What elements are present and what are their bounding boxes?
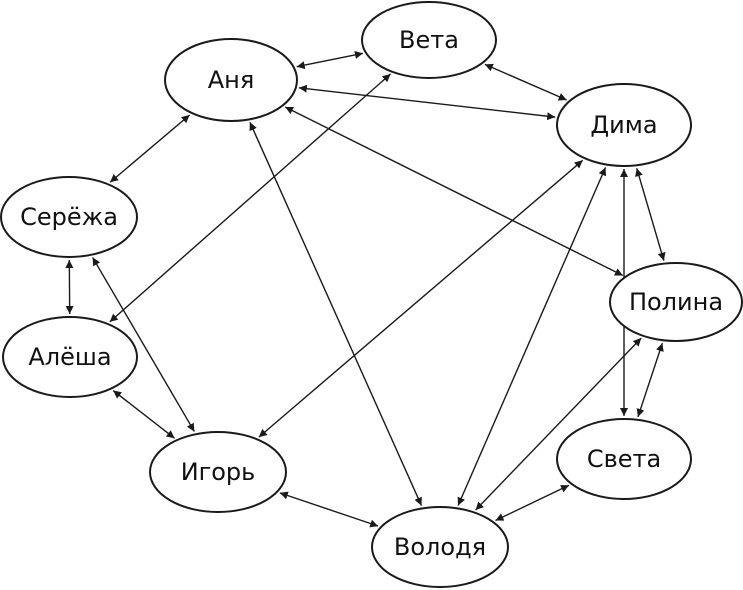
node-anya-label: Аня	[208, 66, 255, 94]
edge-polina-volodya	[475, 337, 642, 511]
node-seryozha-label: Серёжа	[20, 203, 118, 231]
node-polina: Полина	[609, 262, 743, 342]
edge-sveta-volodya	[495, 484, 570, 522]
node-seryozha: Серёжа	[0, 176, 138, 258]
edge-dima-igor	[258, 159, 584, 438]
edge-polina-sveta	[636, 342, 664, 418]
node-igor: Игорь	[149, 431, 287, 513]
edge-anya-dima	[298, 84, 556, 121]
node-vera: Вета	[361, 1, 497, 79]
node-igor-shape	[149, 431, 287, 513]
node-polina-label: Полина	[629, 288, 723, 316]
edge-anya-volodya	[249, 121, 423, 506]
node-dima-label: Дима	[590, 111, 657, 139]
edge-igor-volodya	[279, 491, 379, 528]
node-sveta-shape	[556, 418, 692, 500]
node-alyosha: Алёша	[2, 316, 138, 398]
node-vera-shape	[361, 1, 497, 79]
node-anya: Аня	[164, 38, 298, 122]
node-alyosha-shape	[2, 316, 138, 398]
node-dima: Дима	[556, 83, 692, 167]
edge-dima-polina	[635, 168, 666, 261]
edge-anya-seryozha	[109, 114, 191, 183]
edge-seryozha-igor	[92, 257, 195, 432]
edge-anya-vera	[296, 51, 364, 70]
node-igor-label: Игорь	[181, 458, 256, 486]
node-seryozha-shape	[0, 176, 138, 258]
node-sveta-label: Света	[587, 445, 661, 473]
node-volodya-label: Володя	[394, 533, 486, 561]
node-volodya-shape	[371, 506, 509, 588]
node-sveta: Света	[556, 418, 692, 500]
node-polina-shape	[609, 262, 743, 342]
node-alyosha-label: Алёша	[28, 343, 111, 371]
node-dima-shape	[556, 83, 692, 167]
edge-vera-dima	[484, 63, 567, 101]
node-volodya: Володя	[371, 506, 509, 588]
node-vera-label: Вета	[399, 26, 459, 54]
edge-alyosha-igor	[112, 390, 176, 439]
node-anya-shape	[164, 38, 298, 122]
